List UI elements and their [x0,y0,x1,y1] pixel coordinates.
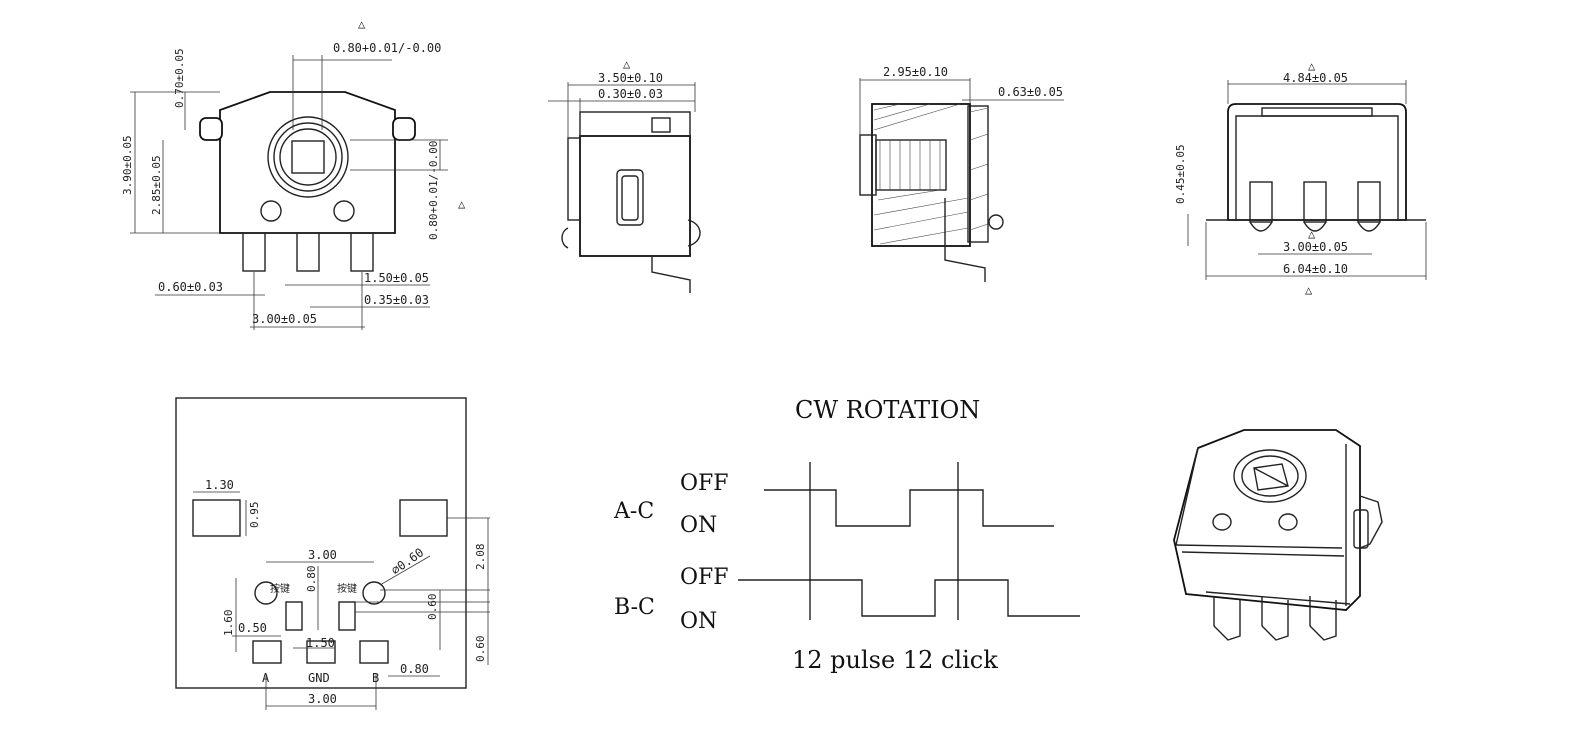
side-marker-top: △ [623,57,631,71]
fp-dim-small-w: 0.50 [238,621,267,635]
fp-pin-gnd: GND [308,671,330,685]
front-dim-top-offset: 0.70±0.05 [173,48,186,108]
back-dim-body-width: 4.84±0.05 [1283,71,1348,85]
channel-b-label: B-C [614,595,655,620]
section-dim-shaft-len: 2.95±0.10 [883,65,948,79]
fp-dim-hole-span: 3.00 [308,548,337,562]
back-marker-mid: △ [1308,227,1316,241]
timing-footer: 12 pulse 12 click [792,646,998,674]
fp-pin-a: A [262,671,270,685]
channel-a-label: A-C [613,499,654,524]
channel-b-off: OFF [680,565,729,590]
side-dim-flange: 0.30±0.03 [598,87,663,101]
channel-b-on: ON [680,609,717,634]
back-marker-bottom: △ [1305,283,1313,297]
front-dim-height-center: 2.85±0.05 [150,155,163,215]
front-dim-pin-pitch: 1.50±0.05 [364,271,429,285]
fp-key-label-left: 按键 [270,582,290,595]
side-view: 3.50±0.10 0.30±0.03 △ [548,57,701,293]
side-dim-depth: 3.50±0.10 [598,71,663,85]
fp-dim-right-h: 2.08 [474,544,487,571]
front-dim-height-total: 3.90±0.05 [121,135,134,195]
front-marker-right: △ [458,197,466,211]
fp-dim-pad-b: 0.80 [400,662,429,676]
fp-dim-pad-h: 0.95 [248,502,261,529]
front-view: 0.80+0.01/-0.00 0.70±0.05 3.90±0.05 2.85… [121,17,466,330]
front-dim-shaft-right: 0.80+0.01/-0.00 [427,141,440,240]
back-dim-pin-span: 3.00±0.05 [1283,240,1348,254]
fp-dim-pitch: 1.50 [306,636,335,650]
fp-pin-b: B [372,671,379,685]
front-dim-pin-gap: 0.35±0.03 [364,293,429,307]
isometric-view [1173,429,1383,641]
fp-dim-bottom-span: 3.00 [308,692,337,706]
back-dim-total-width: 6.04±0.10 [1283,262,1348,276]
waveform-a [764,489,1054,527]
front-dim-pin-top: 0.80+0.01/-0.00 [333,41,441,55]
front-dim-pin-span: 3.00±0.05 [252,312,317,326]
fp-dim-right-mid: 0.60 [426,594,439,621]
front-marker-top: △ [358,17,366,31]
fp-dim-pad-w: 1.30 [205,478,234,492]
fp-dim-key-h: 0.80 [305,566,318,593]
front-dim-pin-width: 0.60±0.03 [158,280,223,294]
footprint-view: 1.30 0.95 3.00 ⌀0.60 0.80 2.08 0.60 0.60… [175,397,490,710]
timing-diagram: CW ROTATION A-C B-C OFF ON OFF ON 12 pul… [613,396,1080,674]
back-marker-top: △ [1308,59,1316,73]
waveform-b [738,579,1080,617]
fp-key-label-right: 按键 [337,582,357,595]
section-dim-plate: 0.63±0.05 [998,85,1063,99]
timing-title: CW ROTATION [795,396,980,424]
back-view: 4.84±0.05 0.45±0.05 3.00±0.05 6.04±0.10 … [1174,59,1427,297]
channel-a-off: OFF [680,471,729,496]
back-dim-leg-height: 0.45±0.05 [1174,144,1187,204]
section-view: 2.95±0.10 0.63±0.05 [859,65,1064,282]
fp-dim-left-h: 1.60 [222,610,235,637]
fp-dim-right-low: 0.60 [474,636,487,663]
channel-a-on: ON [680,513,717,538]
